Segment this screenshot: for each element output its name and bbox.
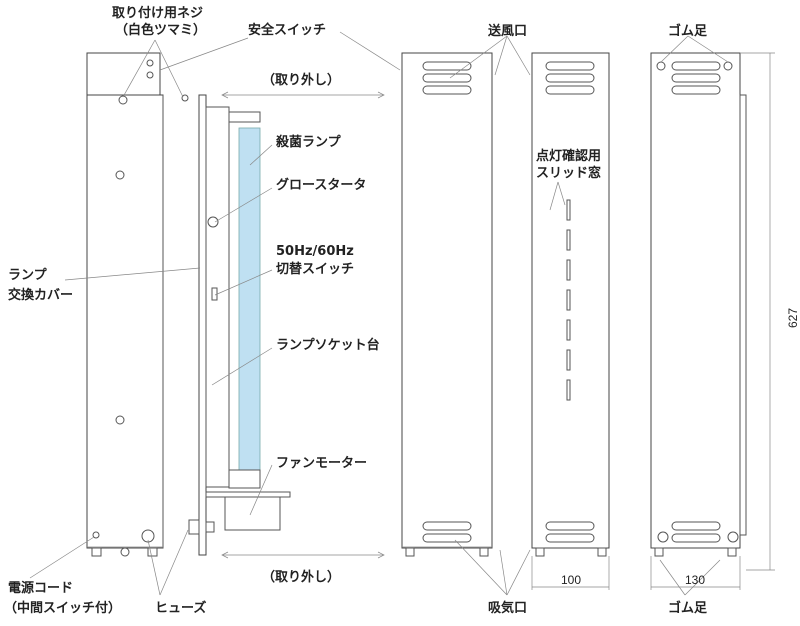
front-cabinet (86, 52, 189, 557)
slit-view (531, 52, 610, 590)
inlet-label: 吸気口 (488, 600, 527, 616)
freq-switch-label-1: 50Hz/60Hz (276, 244, 354, 259)
glow-starter-icon (207, 216, 219, 228)
slit-window-label-1: 点灯確認用 (536, 148, 601, 164)
fan-motor (224, 496, 281, 531)
removal-arrows (221, 91, 385, 559)
mount-screw-icon[interactable] (118, 95, 128, 105)
glow-starter-label: グロースタータ (276, 177, 366, 193)
power-cord-label-1: 電源コード (8, 580, 73, 596)
lamp-socket-label: ランプソケット台 (276, 337, 380, 353)
fuse-label: ヒューズ (155, 600, 206, 616)
germicidal-lamp-label: 殺菌ランプ (275, 134, 342, 150)
back-view (650, 52, 775, 590)
outlet-label: 送風口 (487, 23, 527, 39)
width-back-dimension: 130 (685, 573, 705, 587)
power-cord-label-2: （中間スイッチ付） (4, 600, 121, 616)
freq-switch-icon[interactable] (211, 287, 218, 301)
slit-windows (566, 199, 571, 401)
width-side-dimension: 100 (561, 573, 581, 587)
slit-window-label-2: スリッド窓 (536, 165, 601, 181)
safety-switch-label: 安全スイッチ (248, 22, 326, 38)
lamp-assembly (188, 94, 291, 556)
leader-lines (29, 31, 729, 596)
lamp-cover-label-2: 交換カバー (8, 287, 73, 303)
height-dimension: 627 (786, 308, 800, 328)
removable-top-label: （取り外し） (262, 72, 340, 88)
germicidal-lamp (238, 127, 261, 471)
mount-screw-label: 取り付け用ネジ (112, 5, 203, 21)
power-cord-icon (92, 531, 100, 539)
side-view (401, 52, 493, 557)
removable-bottom-label: （取り外し） (262, 569, 340, 585)
rubber-feet-top-label: ゴム足 (668, 23, 708, 39)
mount-screw-sub-label: （白色ツマミ） (115, 22, 206, 38)
lamp-cover-label-1: ランプ (8, 268, 48, 283)
fan-motor-label: ファンモーター (276, 456, 367, 471)
fuse-icon (141, 529, 155, 543)
freq-switch-label-2: 切替スイッチ (276, 261, 354, 277)
rubber-feet-bottom-label: ゴム足 (668, 600, 708, 616)
